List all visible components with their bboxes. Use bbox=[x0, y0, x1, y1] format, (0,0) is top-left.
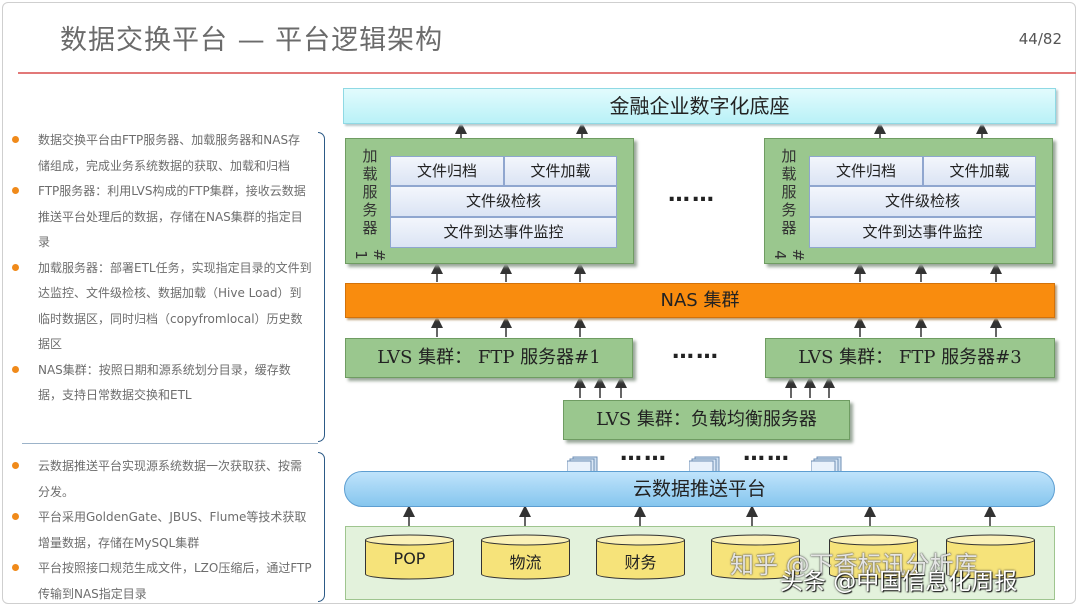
source-systems-area bbox=[345, 526, 1055, 600]
ellipsis-packets-2: …… bbox=[743, 441, 791, 466]
source-db-4 bbox=[710, 534, 801, 580]
digital-foundation-bar: 金融企业数字化底座 bbox=[343, 88, 1056, 124]
note-item: FTP服务器：利用LVS构成的FTP集群，接收云数据推送平台处理后的数据，存储在… bbox=[12, 179, 312, 256]
bullet-icon bbox=[12, 187, 19, 194]
note-item: 平台采用GoldenGate、JBUS、Flume等技术获取增量数据，存储在My… bbox=[12, 505, 312, 556]
source-db-label: 物流 bbox=[509, 553, 542, 572]
note-item: 加载服务器：部署ETL任务，实现指定目录的文件到达监控、文件级检核、数据加载（H… bbox=[12, 256, 312, 358]
note-text: 平台按照接口规范生成文件，LZO压缩后，通过FTP传输到NAS指定目录 bbox=[38, 561, 312, 601]
load-server-4: 加载服务器 #4 文件归档 文件加载 文件级检核 文件到达事件监控 bbox=[764, 138, 1053, 264]
note-text: NAS集群：按照日期和源系统划分目录，缓存数据，支持日常数据交换和ETL bbox=[38, 362, 291, 403]
cloud-push-platform-bar: 云数据推送平台 bbox=[344, 471, 1055, 507]
note-text: 数据交换平台由FTP服务器、加载服务器和NAS存储组成，完成业务系统数据的获取、… bbox=[38, 133, 301, 173]
watermark-zhihu: 知乎 @下香标讯分析库 bbox=[730, 551, 978, 579]
file-load-cell: 文件加载 bbox=[923, 156, 1036, 186]
nas-cluster-bar: NAS 集群 bbox=[345, 283, 1055, 318]
note-text: 云数据推送平台实现源系统数据一次获取获、按需分发。 bbox=[38, 459, 303, 499]
bullet-icon bbox=[12, 136, 19, 143]
note-item: NAS集群：按照日期和源系统划分目录，缓存数据，支持日常数据交换和ETL bbox=[12, 358, 312, 409]
note-text: 平台采用GoldenGate、JBUS、Flume等技术获取增量数据，存储在My… bbox=[38, 510, 307, 550]
load-server-label: 加载服务器 #1 bbox=[352, 147, 388, 273]
page-title: 数据交换平台 — 平台逻辑架构 bbox=[60, 25, 444, 56]
watermark-toutiao: 头条 @中国信息化周报 bbox=[780, 569, 1018, 595]
file-check-cell: 文件级检核 bbox=[390, 186, 617, 217]
file-archive-cell: 文件归档 bbox=[809, 156, 923, 186]
note-item: 平台按照接口规范生成文件，LZO压缩后，通过FTP传输到NAS指定目录 bbox=[12, 556, 312, 607]
note-item: 数据交换平台由FTP服务器、加载服务器和NAS存储组成，完成业务系统数据的获取、… bbox=[12, 128, 312, 179]
lvs-ftp-server-1: LVS 集群： FTP 服务器#1 bbox=[345, 338, 633, 378]
note-item: 云数据推送平台实现源系统数据一次获取获、按需分发。 bbox=[12, 454, 312, 505]
file-monitor-cell: 文件到达事件监控 bbox=[390, 217, 617, 248]
lvs-ftp-server-3: LVS 集群： FTP 服务器#3 bbox=[765, 338, 1055, 378]
ellipsis-ftp: …… bbox=[672, 339, 720, 364]
load-server-label: 加载服务器 #4 bbox=[771, 147, 807, 273]
file-load-cell: 文件加载 bbox=[504, 156, 617, 186]
lvs-load-balancer: LVS 集群：负载均衡服务器 bbox=[563, 400, 850, 440]
source-db-label: 财务 bbox=[624, 553, 657, 572]
bullet-icon bbox=[12, 564, 19, 571]
source-db-pop: POP bbox=[364, 534, 455, 580]
notes-top: 数据交换平台由FTP服务器、加载服务器和NAS存储组成，完成业务系统数据的获取、… bbox=[12, 128, 312, 409]
source-db-logistics: 物流 bbox=[480, 534, 571, 580]
file-monitor-cell: 文件到达事件监控 bbox=[809, 217, 1036, 248]
source-db-5 bbox=[828, 534, 919, 580]
note-text: FTP服务器：利用LVS构成的FTP集群，接收云数据推送平台处理后的数据，存储在… bbox=[38, 184, 306, 249]
load-server-label-text: 加载服务器 bbox=[781, 147, 797, 237]
ellipsis-packets-1: …… bbox=[620, 441, 668, 466]
bullet-icon bbox=[12, 513, 19, 520]
load-server-1: 加载服务器 #1 文件归档 文件加载 文件级检核 文件到达事件监控 bbox=[345, 138, 634, 264]
page-number: 44/82 bbox=[1018, 30, 1062, 48]
source-db-finance: 财务 bbox=[595, 534, 686, 580]
bullet-icon bbox=[12, 365, 19, 373]
note-text: 加载服务器：部署ETL任务，实现指定目录的文件到达监控、文件级检核、数据加载（H… bbox=[38, 260, 312, 352]
bullet-icon bbox=[12, 263, 19, 271]
notes-divider bbox=[22, 443, 318, 444]
title-divider bbox=[18, 72, 1076, 74]
load-server-label-text: 加载服务器 bbox=[362, 147, 378, 237]
source-db-label: POP bbox=[393, 549, 426, 568]
source-db-6 bbox=[945, 534, 1036, 580]
load-server-index: #4 bbox=[771, 248, 807, 262]
load-server-index: #1 bbox=[352, 248, 388, 262]
notes-bottom: 云数据推送平台实现源系统数据一次获取获、按需分发。 平台采用GoldenGate… bbox=[12, 454, 312, 607]
file-check-cell: 文件级检核 bbox=[809, 186, 1036, 217]
bullet-icon bbox=[12, 462, 19, 469]
ellipsis-servers: …… bbox=[668, 182, 716, 207]
file-archive-cell: 文件归档 bbox=[390, 156, 504, 186]
